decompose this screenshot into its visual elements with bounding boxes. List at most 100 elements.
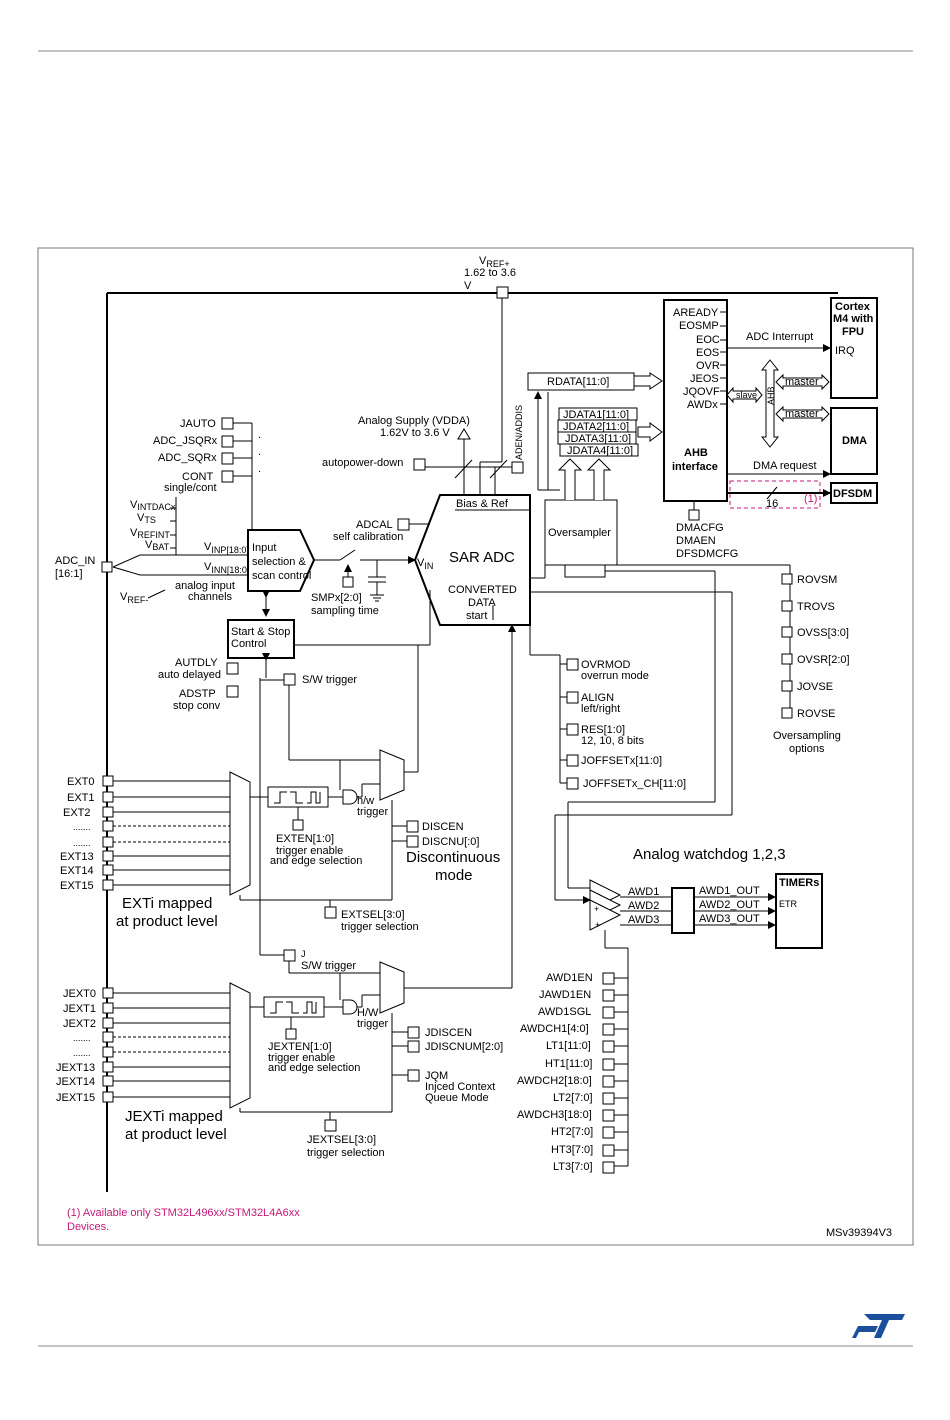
ovs-pin[interactable] xyxy=(781,707,793,719)
vinn-label: VINN[18:0] xyxy=(204,561,249,575)
adc-sqr-pin[interactable] xyxy=(221,452,234,465)
ahb-title: AHB xyxy=(684,447,708,459)
adc-interrupt-label: ADC Interrupt xyxy=(746,331,813,343)
awd-reg-label: JAWD1EN xyxy=(539,989,591,1001)
hw-trigger-l2: trigger xyxy=(357,806,389,818)
jext-pin[interactable] xyxy=(102,1091,114,1103)
jdiscen-label: JDISCEN xyxy=(425,1027,472,1039)
adc-jsqr-pin[interactable] xyxy=(221,435,234,448)
dfsdm-label: DFSDM xyxy=(833,488,872,500)
j-sw-trigger-pin[interactable] xyxy=(283,949,296,962)
vref-pin[interactable] xyxy=(496,286,509,299)
awd-reg-label: LT2[7:0] xyxy=(553,1092,593,1104)
conv-opt-pin[interactable] xyxy=(566,691,579,704)
rdata-label: RDATA[11:0] xyxy=(547,376,609,388)
ovs-pin[interactable] xyxy=(781,653,793,665)
analog-input-l1: analog input xyxy=(175,580,235,592)
awd-reg-pin[interactable] xyxy=(602,1058,615,1071)
conv-opt-pin[interactable] xyxy=(566,658,579,671)
adstp-pin[interactable] xyxy=(226,685,239,698)
ext-pin[interactable] xyxy=(102,775,114,787)
jext-pin[interactable] xyxy=(102,1061,114,1073)
ext-pin[interactable] xyxy=(102,806,114,818)
jext-pin[interactable] xyxy=(102,1075,114,1087)
and-gate xyxy=(342,789,358,805)
awd-out-label: AWD3_OUT xyxy=(699,913,760,925)
jext-pin[interactable] xyxy=(102,1046,114,1058)
awd-reg-pin[interactable] xyxy=(602,1126,615,1139)
awd-reg-pin[interactable] xyxy=(602,1092,615,1105)
conv-opt-pin[interactable] xyxy=(566,777,579,790)
awd-reg-pin[interactable] xyxy=(602,1006,615,1019)
awd-register-list: AWD1EN JAWD1EN AWD1SGL AWDCH1[4:0] LT1[1… xyxy=(517,972,628,1174)
jdiscen-pin[interactable] xyxy=(407,1026,420,1039)
smp-label: SMPx[2:0] xyxy=(311,592,362,604)
watchdog-title: Analog watchdog 1,2,3 xyxy=(633,846,786,863)
discen-pin[interactable] xyxy=(406,820,419,833)
discen-label: DISCEN xyxy=(422,821,464,833)
dma-cfg-pin[interactable] xyxy=(688,509,700,521)
jext-pin[interactable] xyxy=(102,987,114,999)
cont-pin[interactable] xyxy=(221,470,234,483)
awd-reg-pin[interactable] xyxy=(602,989,615,1002)
smp-pin[interactable] xyxy=(342,576,354,588)
ext-pin[interactable] xyxy=(102,864,114,876)
autopower-down-pin[interactable] xyxy=(413,458,426,471)
autopower-down-label: autopower-down xyxy=(322,457,403,469)
conv-opt-label: JOFFSETx[11:0] xyxy=(581,755,662,767)
ext-pin[interactable] xyxy=(102,791,114,803)
awd-reg-pin[interactable] xyxy=(602,1040,615,1053)
awd-reg-pin[interactable] xyxy=(602,1161,615,1174)
ext-pin[interactable] xyxy=(102,820,114,832)
ovs-pin[interactable] xyxy=(781,573,793,585)
ovs-label: TROVS xyxy=(797,601,835,613)
ovs-pin[interactable] xyxy=(781,680,793,692)
sw-trigger-pin[interactable] xyxy=(283,673,296,686)
jexten-pin[interactable] xyxy=(285,1028,297,1040)
vts-label: VTS xyxy=(137,512,156,525)
adc-in-pin[interactable] xyxy=(101,561,113,573)
extsel-pin[interactable] xyxy=(324,906,337,919)
ahb-signal: JEOS xyxy=(690,373,719,385)
jdata-label: JDATA2[11:0] xyxy=(563,421,629,433)
awd-reg-label: LT3[7:0] xyxy=(553,1161,593,1173)
jext-pin[interactable] xyxy=(102,1002,114,1014)
awd-reg-pin[interactable] xyxy=(602,972,615,985)
discnu-pin[interactable] xyxy=(406,835,419,848)
ext-pin[interactable] xyxy=(102,879,114,891)
autdly-pin[interactable] xyxy=(226,662,239,675)
exten-pin[interactable] xyxy=(292,819,304,831)
adstp-desc: stop conv xyxy=(173,700,221,712)
jauto-pin[interactable] xyxy=(221,417,234,430)
ovs-pin[interactable] xyxy=(781,600,793,612)
conv-opt-desc: 12, 10, 8 bits xyxy=(581,735,644,747)
jqm-pin[interactable] xyxy=(407,1069,420,1082)
awd-reg-pin[interactable] xyxy=(602,1023,615,1036)
exten-desc1: trigger enable xyxy=(276,845,343,857)
slave-arrow xyxy=(726,386,763,404)
conv-opt-pin[interactable] xyxy=(566,723,579,736)
ext-pin[interactable] xyxy=(102,850,114,862)
jdiscnum-pin[interactable] xyxy=(407,1040,420,1053)
awd-reg-pin[interactable] xyxy=(602,1144,615,1157)
jext-inputs: JEXT0 JEXT1 JEXT2 ....... ....... JEXT13… xyxy=(56,987,230,1104)
ovs-pin[interactable] xyxy=(781,626,793,638)
cortex-block xyxy=(830,297,878,399)
jdata-label: JDATA4[11:0] xyxy=(567,445,633,457)
aden-addis-pin[interactable] xyxy=(511,461,524,474)
awd-reg-pin[interactable] xyxy=(602,1109,615,1122)
conv-opt-pin[interactable] xyxy=(566,754,579,767)
ext-pin[interactable] xyxy=(102,836,114,848)
ovs-caption-l2: options xyxy=(789,743,825,755)
exten-label: EXTEN[1:0] xyxy=(276,833,334,845)
jqm-desc1: Injced Context xyxy=(425,1081,495,1093)
jextsel-pin[interactable] xyxy=(324,1119,337,1132)
etr-label: ETR xyxy=(779,899,798,909)
jext-pin[interactable] xyxy=(102,1017,114,1029)
st-logo-icon xyxy=(852,1314,905,1338)
master-label: master xyxy=(785,376,819,388)
dma-cfg-label: DMACFG xyxy=(676,522,724,534)
awd-reg-pin[interactable] xyxy=(602,1075,615,1088)
jext-pin[interactable] xyxy=(102,1031,114,1043)
adcal-pin[interactable] xyxy=(397,518,410,531)
